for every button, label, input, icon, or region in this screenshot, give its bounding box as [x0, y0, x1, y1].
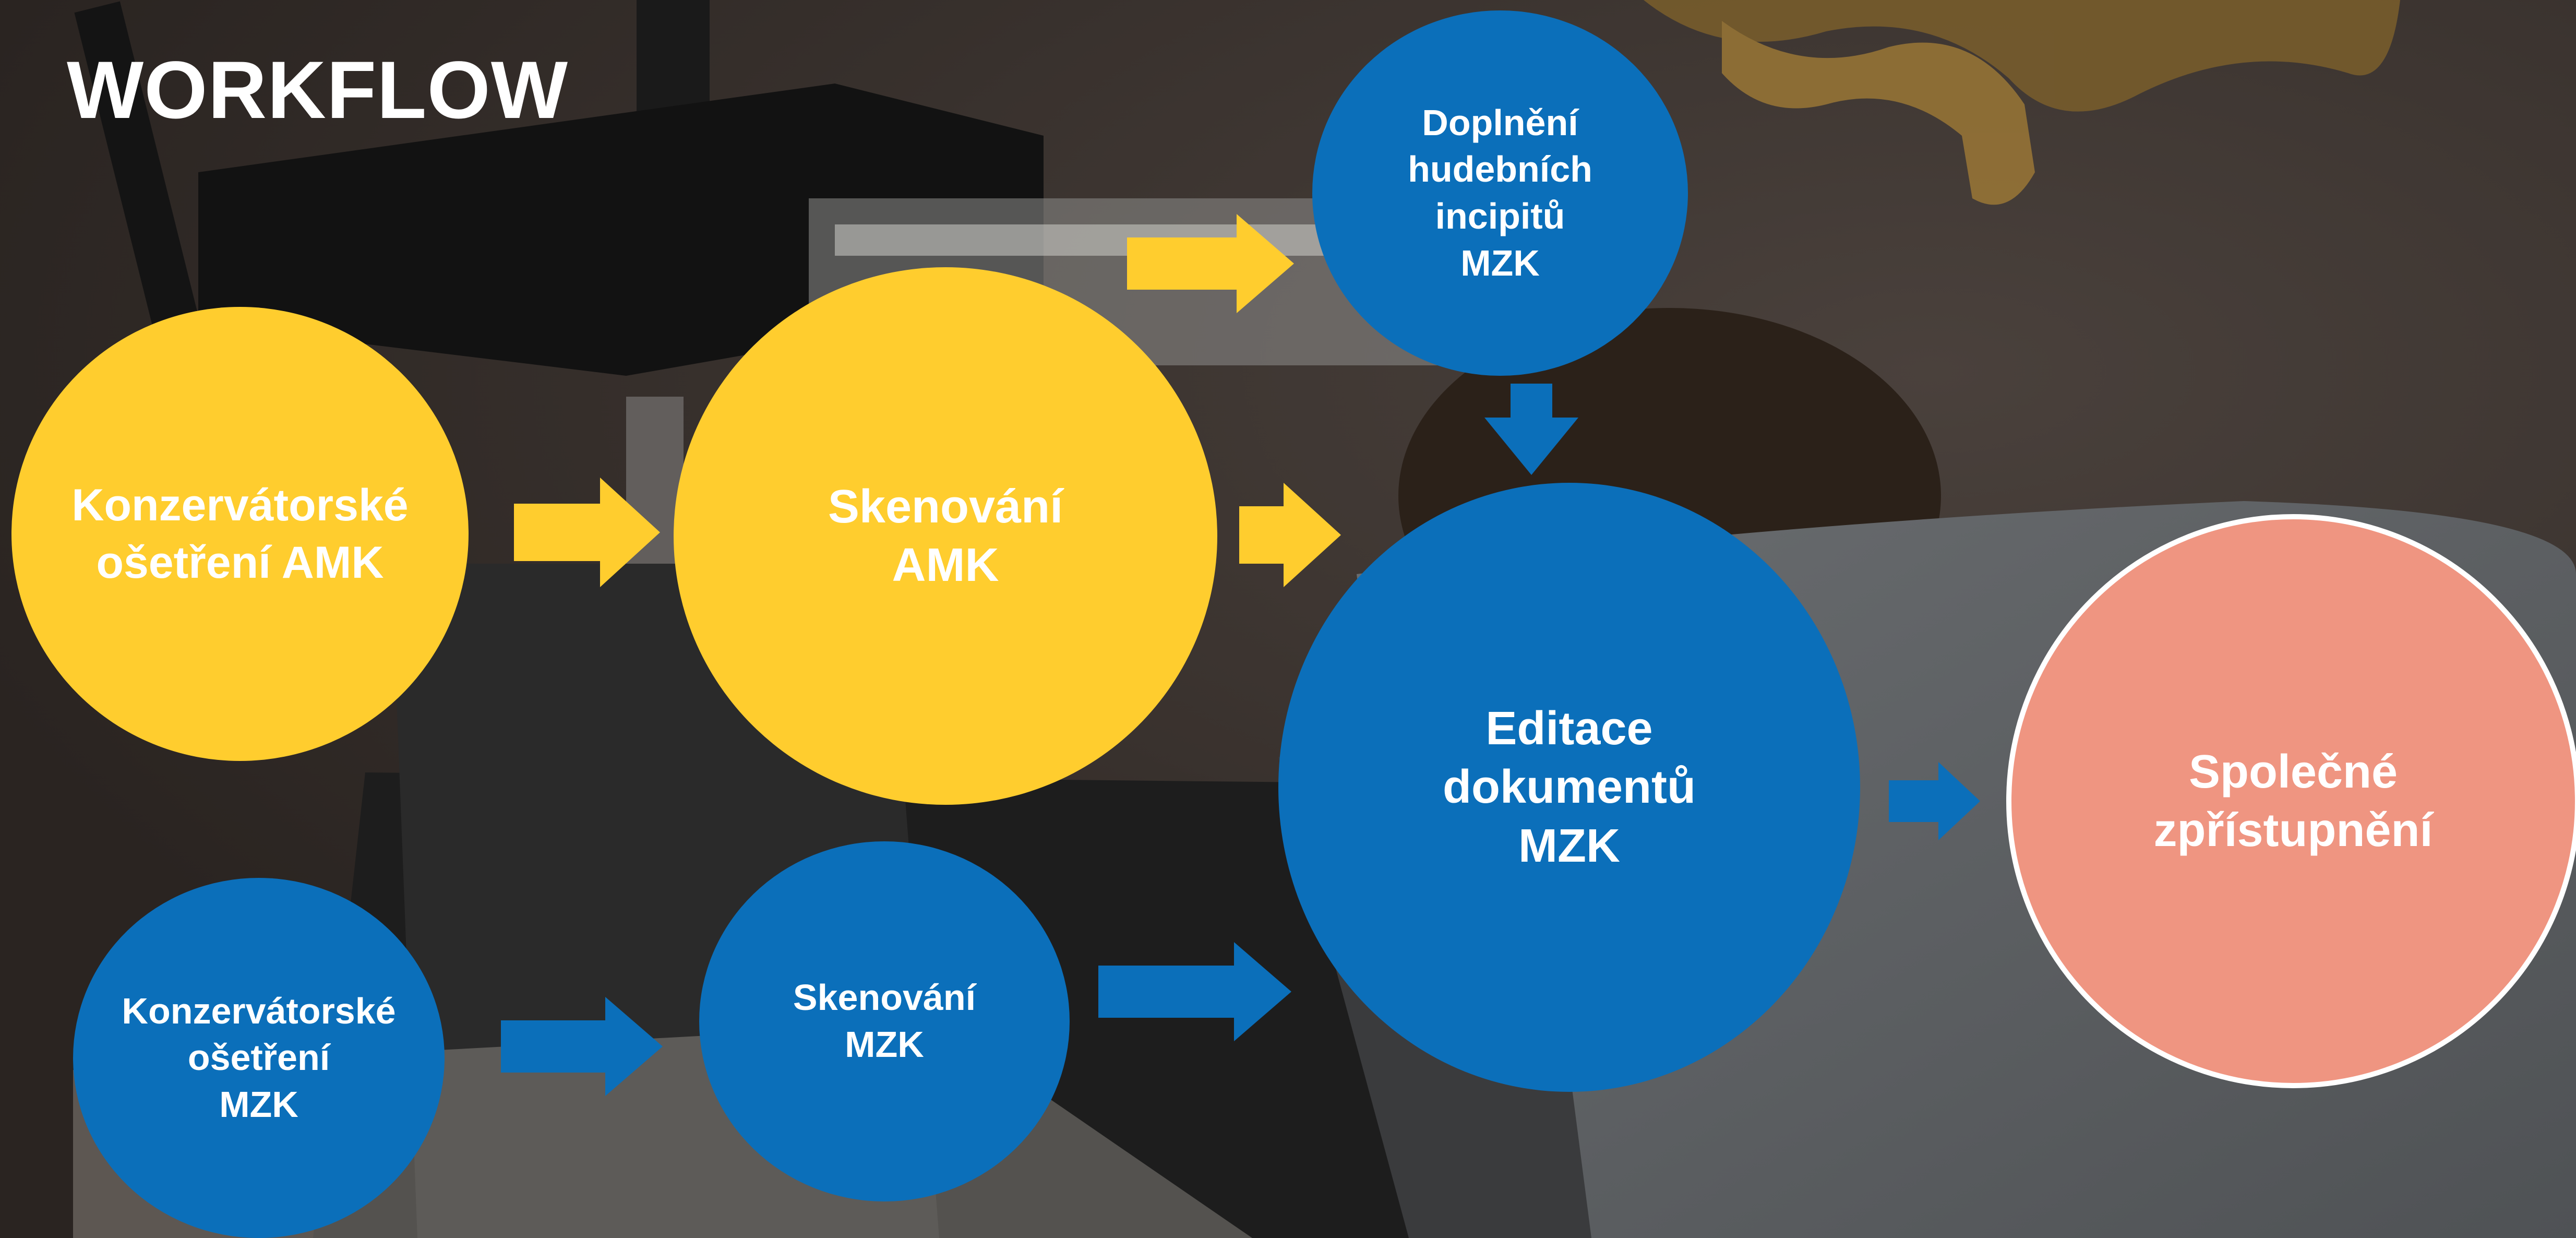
node-editace-dokumentu: Editace dokumentů MZK	[1278, 483, 1860, 1092]
page-title: WORKFLOW	[67, 45, 569, 136]
ornate-frame-decoration	[1644, 0, 2400, 205]
node-skenovani-amk-label: Skenování AMK	[828, 480, 1063, 592]
node-doplneni-incipitu-label: Doplnění hudebních incipitů MZK	[1408, 102, 1592, 283]
arrow-skenovani-mzk-to-editace-icon	[1098, 942, 1291, 1041]
arrow-skenovani-amk-to-doplneni-icon	[1127, 214, 1294, 313]
node-spolecne-zpristupneni-label: Společné zpřístupnění	[2153, 745, 2433, 857]
arrow-skenovani-amk-to-editace-icon	[1239, 483, 1341, 587]
node-skenovani-mzk: Skenování MZK	[699, 841, 1070, 1201]
arrow-editace-to-zpristupneni-icon	[1889, 762, 1980, 840]
node-konzervace-amk-label: Konzervátorské ošetření AMK	[71, 480, 409, 588]
node-spolecne-zpristupneni: Společné zpřístupnění	[2006, 514, 2576, 1088]
node-skenovani-mzk-label: Skenování MZK	[793, 977, 976, 1065]
node-konzervace-mzk-label: Konzervátorské ošetření MZK	[122, 990, 396, 1125]
node-doplneni-incipitu: Doplnění hudebních incipitů MZK	[1312, 10, 1688, 376]
node-konzervace-mzk: Konzervátorské ošetření MZK	[73, 878, 445, 1238]
node-editace-dokumentu-label: Editace dokumentů MZK	[1443, 702, 1696, 872]
arrow-konzervace-to-skenovani-amk-icon	[514, 478, 660, 587]
arrow-konzervace-mzk-to-skenovani-mzk-icon	[501, 997, 663, 1096]
arrow-doplneni-to-editace-icon	[1484, 384, 1578, 475]
node-konzervace-amk: Konzervátorské ošetření AMK	[11, 307, 469, 761]
node-skenovani-amk: Skenování AMK	[674, 267, 1217, 805]
